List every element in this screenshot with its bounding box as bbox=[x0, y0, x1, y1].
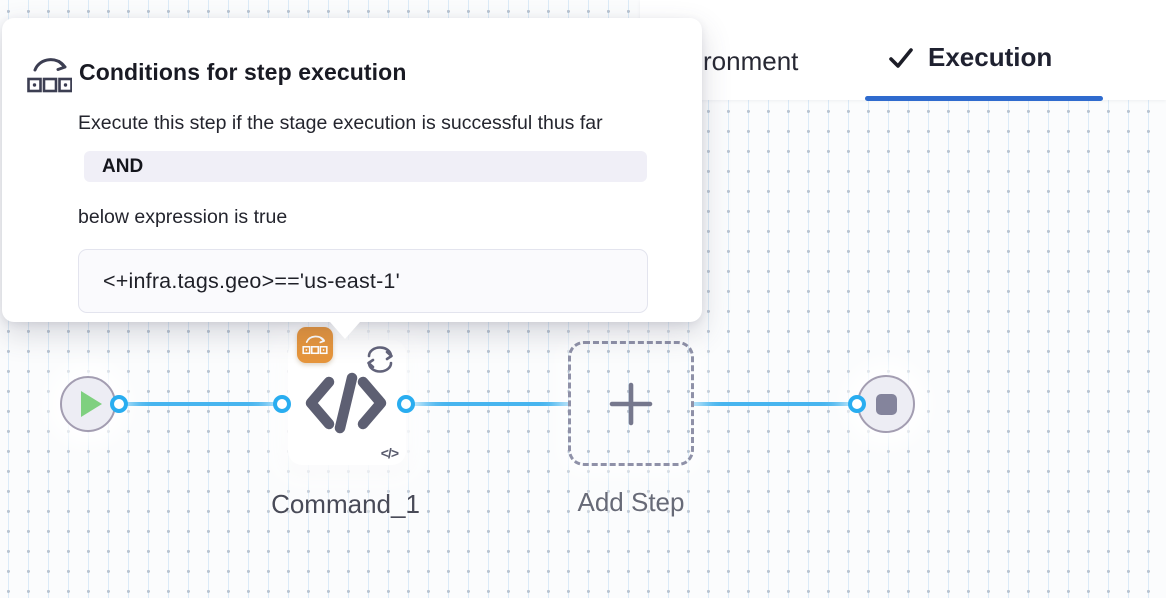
connector-edge bbox=[119, 402, 284, 406]
plus-icon bbox=[609, 382, 653, 425]
connector-port[interactable] bbox=[110, 395, 128, 413]
tab-execution-label: Execution bbox=[928, 42, 1053, 72]
add-step-label: Add Step bbox=[577, 487, 685, 517]
connector-port[interactable] bbox=[273, 395, 291, 413]
play-icon bbox=[80, 391, 102, 417]
end-node[interactable] bbox=[857, 375, 915, 433]
conditional-execution-badge[interactable] bbox=[297, 327, 333, 363]
tooltip-caret bbox=[330, 322, 360, 339]
active-tab-indicator bbox=[865, 96, 1103, 101]
tooltip-title: Conditions for step execution bbox=[79, 59, 407, 85]
tooltip-description: Execute this step if the stage execution… bbox=[78, 112, 603, 134]
stop-icon bbox=[875, 393, 897, 415]
conditional-execution-icon bbox=[302, 335, 328, 355]
tab-environment[interactable]: ronment bbox=[703, 46, 799, 76]
code-icon bbox=[305, 372, 387, 434]
conditions-tooltip: Conditions for step execution Execute th… bbox=[2, 18, 702, 339]
connector-edge bbox=[694, 402, 859, 406]
operator-badge: AND bbox=[84, 151, 647, 182]
step-label: Command_1 bbox=[271, 489, 420, 519]
connector-port[interactable] bbox=[848, 395, 866, 413]
tab-bar: ronment Execution bbox=[640, 0, 1166, 101]
loop-icon bbox=[367, 346, 393, 373]
step-type-mini-icon: </> bbox=[380, 445, 399, 461]
conditional-execution-icon bbox=[27, 58, 72, 93]
tab-execution[interactable]: Execution bbox=[886, 42, 1052, 73]
connector-port[interactable] bbox=[397, 395, 415, 413]
expression-box: <+infra.tags.geo>=='us-east-1' bbox=[78, 249, 648, 313]
expression-condition-label: below expression is true bbox=[78, 206, 288, 228]
checkmark-icon bbox=[889, 47, 913, 68]
add-step-button[interactable] bbox=[568, 341, 694, 466]
connector-edge bbox=[406, 402, 570, 406]
start-node[interactable] bbox=[60, 376, 116, 432]
